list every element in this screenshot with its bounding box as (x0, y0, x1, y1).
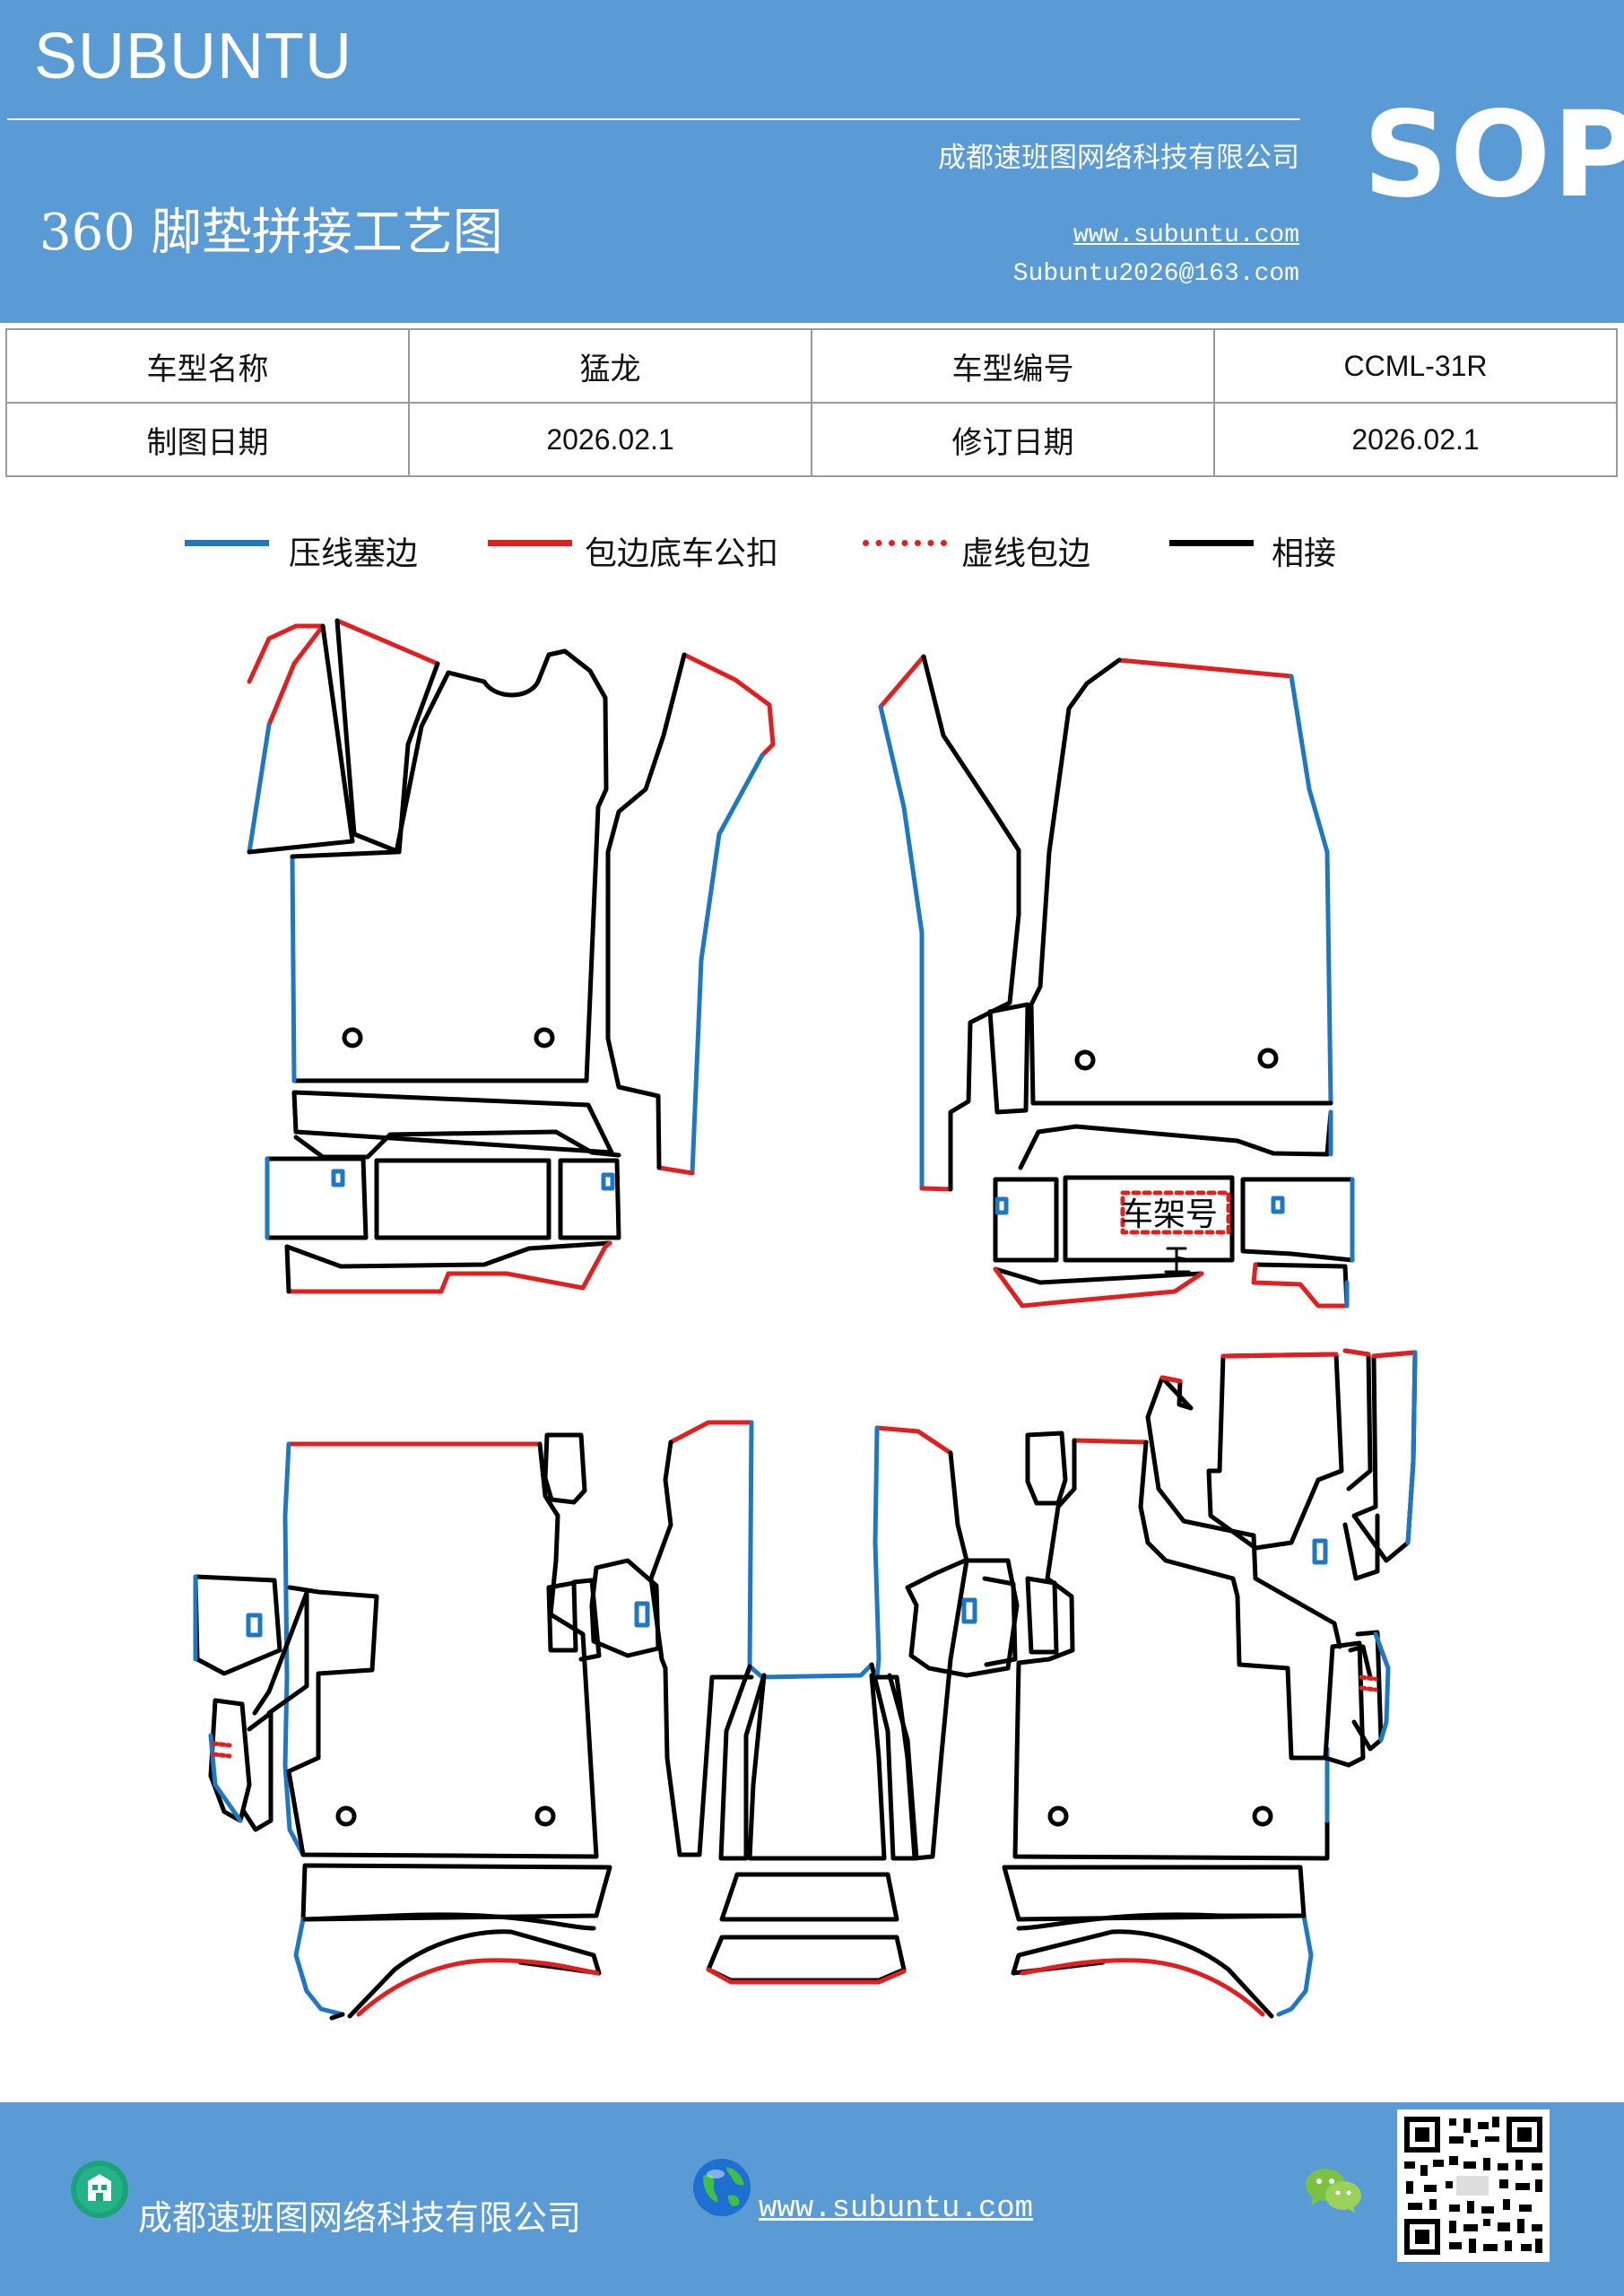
table-cell: 修订日期 (811, 402, 1215, 477)
table-cell: 车型编号 (811, 328, 1215, 404)
vehicle-info-table: 车型名称 猛龙 车型编号 CCML-31R 制图日期 2026.02.1 修订日… (5, 328, 1618, 477)
front-right-mat: 车架号 (878, 654, 1355, 1309)
header-banner: SUBUNTU 成都速班图网络科技有限公司 360 脚垫拼接工艺图 www.su… (0, 0, 1624, 323)
table-cell: 车型名称 (5, 328, 410, 404)
table-cell: 2026.02.1 (408, 402, 812, 477)
contact-email[interactable]: Subuntu2026@163.com (1012, 260, 1299, 288)
floor-mat-diagram: 车架号 (193, 618, 1418, 2021)
footer-company-name: 成都速班图网络科技有限公司 (138, 2198, 582, 2238)
legend-swatch (185, 540, 269, 546)
table-row: 车型名称 猛龙 车型编号 CCML-31R (5, 328, 1618, 404)
globe-icon (693, 2159, 751, 2216)
table-cell: 2026.02.1 (1213, 402, 1618, 477)
building-icon (71, 2161, 128, 2218)
wechat-icon[interactable] (1304, 2165, 1363, 2215)
footer-website-link[interactable]: www.subuntu.com (759, 2192, 1034, 2226)
legend-label: 相接 (1272, 535, 1337, 572)
website-link[interactable]: www.subuntu.com (1073, 222, 1299, 249)
document-title: 360 脚垫拼接工艺图 (39, 204, 503, 262)
qr-code[interactable] (1397, 2109, 1550, 2262)
rear-right-mat (905, 1348, 1418, 2019)
legend-label: 虚线包边 (961, 535, 1091, 572)
footer-banner: 成都速班图网络科技有限公司 www.subuntu.com (0, 2102, 1624, 2296)
table-cell: 制图日期 (5, 402, 410, 477)
rear-left-mat (193, 1420, 754, 2021)
legend-label: 压线塞边 (289, 535, 419, 572)
legend-swatch (863, 540, 947, 546)
legend-label: 包边底车公扣 (585, 535, 779, 572)
table-row: 制图日期 2026.02.1 修订日期 2026.02.1 (5, 402, 1618, 477)
table-cell: 猛龙 (408, 328, 812, 404)
frame-number-label: 车架号 (1121, 1196, 1218, 1233)
header-divider (7, 118, 1300, 120)
brand-name: SUBUNTU (34, 21, 353, 92)
sop-badge: SOP (1363, 86, 1624, 224)
legend: 压线塞边 包边底车公扣 虚线包边 相接 (0, 520, 1624, 574)
front-left-mat (247, 618, 776, 1294)
legend-swatch (488, 540, 572, 546)
legend-swatch (1169, 540, 1254, 546)
rear-center-mat (706, 1425, 969, 1985)
company-name: 成都速班图网络科技有限公司 (938, 142, 1299, 174)
table-cell: CCML-31R (1213, 328, 1618, 404)
